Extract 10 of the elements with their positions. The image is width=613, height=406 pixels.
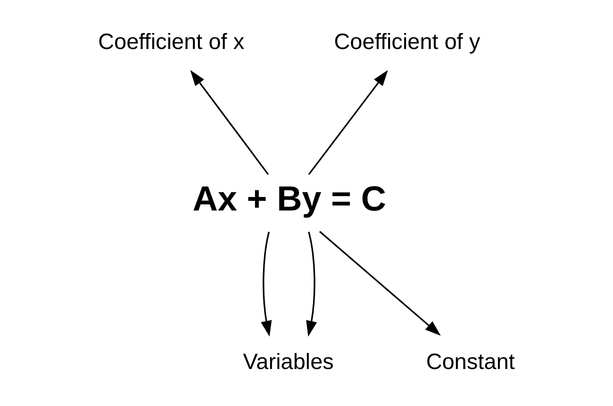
arrow — [190, 70, 268, 175]
node-text: Coefficient of x — [98, 28, 244, 54]
arrow — [308, 70, 388, 175]
arrow — [318, 230, 440, 336]
arrow — [306, 232, 316, 337]
node-text: Ax + By = C — [192, 179, 386, 218]
node-text: Variables — [242, 348, 334, 374]
node-text: Coefficient of y — [334, 28, 480, 54]
arrow — [260, 232, 272, 337]
node-text: Constant — [426, 348, 514, 374]
